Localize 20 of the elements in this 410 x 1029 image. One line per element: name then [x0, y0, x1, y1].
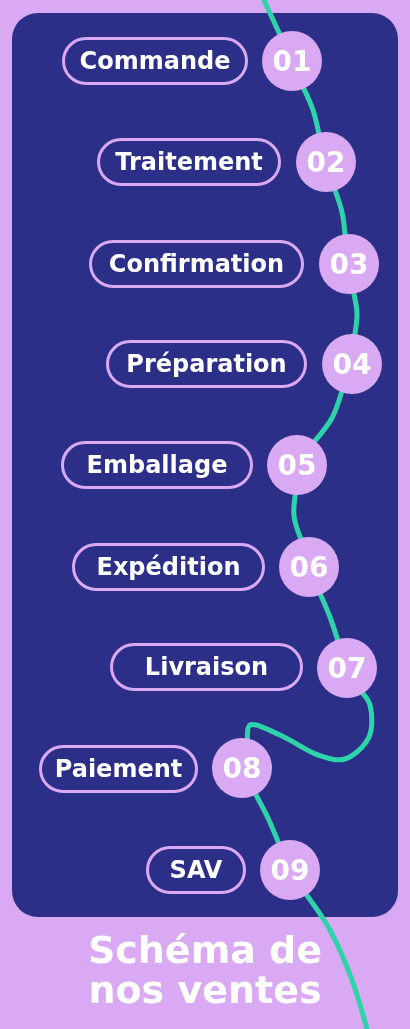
- connector-line: [261, 0, 282, 37]
- connector-line: [253, 792, 281, 845]
- step-pill: Commande: [62, 37, 248, 85]
- connector-line: [312, 389, 345, 444]
- connector-line: [244, 691, 375, 763]
- step-pill: Traitement: [97, 138, 281, 186]
- step-pill: Paiement: [39, 745, 198, 793]
- connector-line: [332, 188, 348, 237]
- connector-line: [304, 892, 370, 1029]
- connector-line: [351, 291, 360, 337]
- step-pill: Préparation: [106, 340, 307, 388]
- step-pill: Confirmation: [89, 240, 304, 288]
- connector-line: [318, 592, 340, 643]
- step-pill: SAV: [146, 846, 246, 894]
- connector-line: [301, 86, 322, 136]
- diagram-title: Schéma de nos ventes: [86, 930, 324, 1010]
- step-pill: Livraison: [110, 643, 303, 691]
- connector-line: [291, 492, 304, 541]
- step-pill: Expédition: [72, 543, 265, 591]
- step-pill: Emballage: [61, 441, 253, 489]
